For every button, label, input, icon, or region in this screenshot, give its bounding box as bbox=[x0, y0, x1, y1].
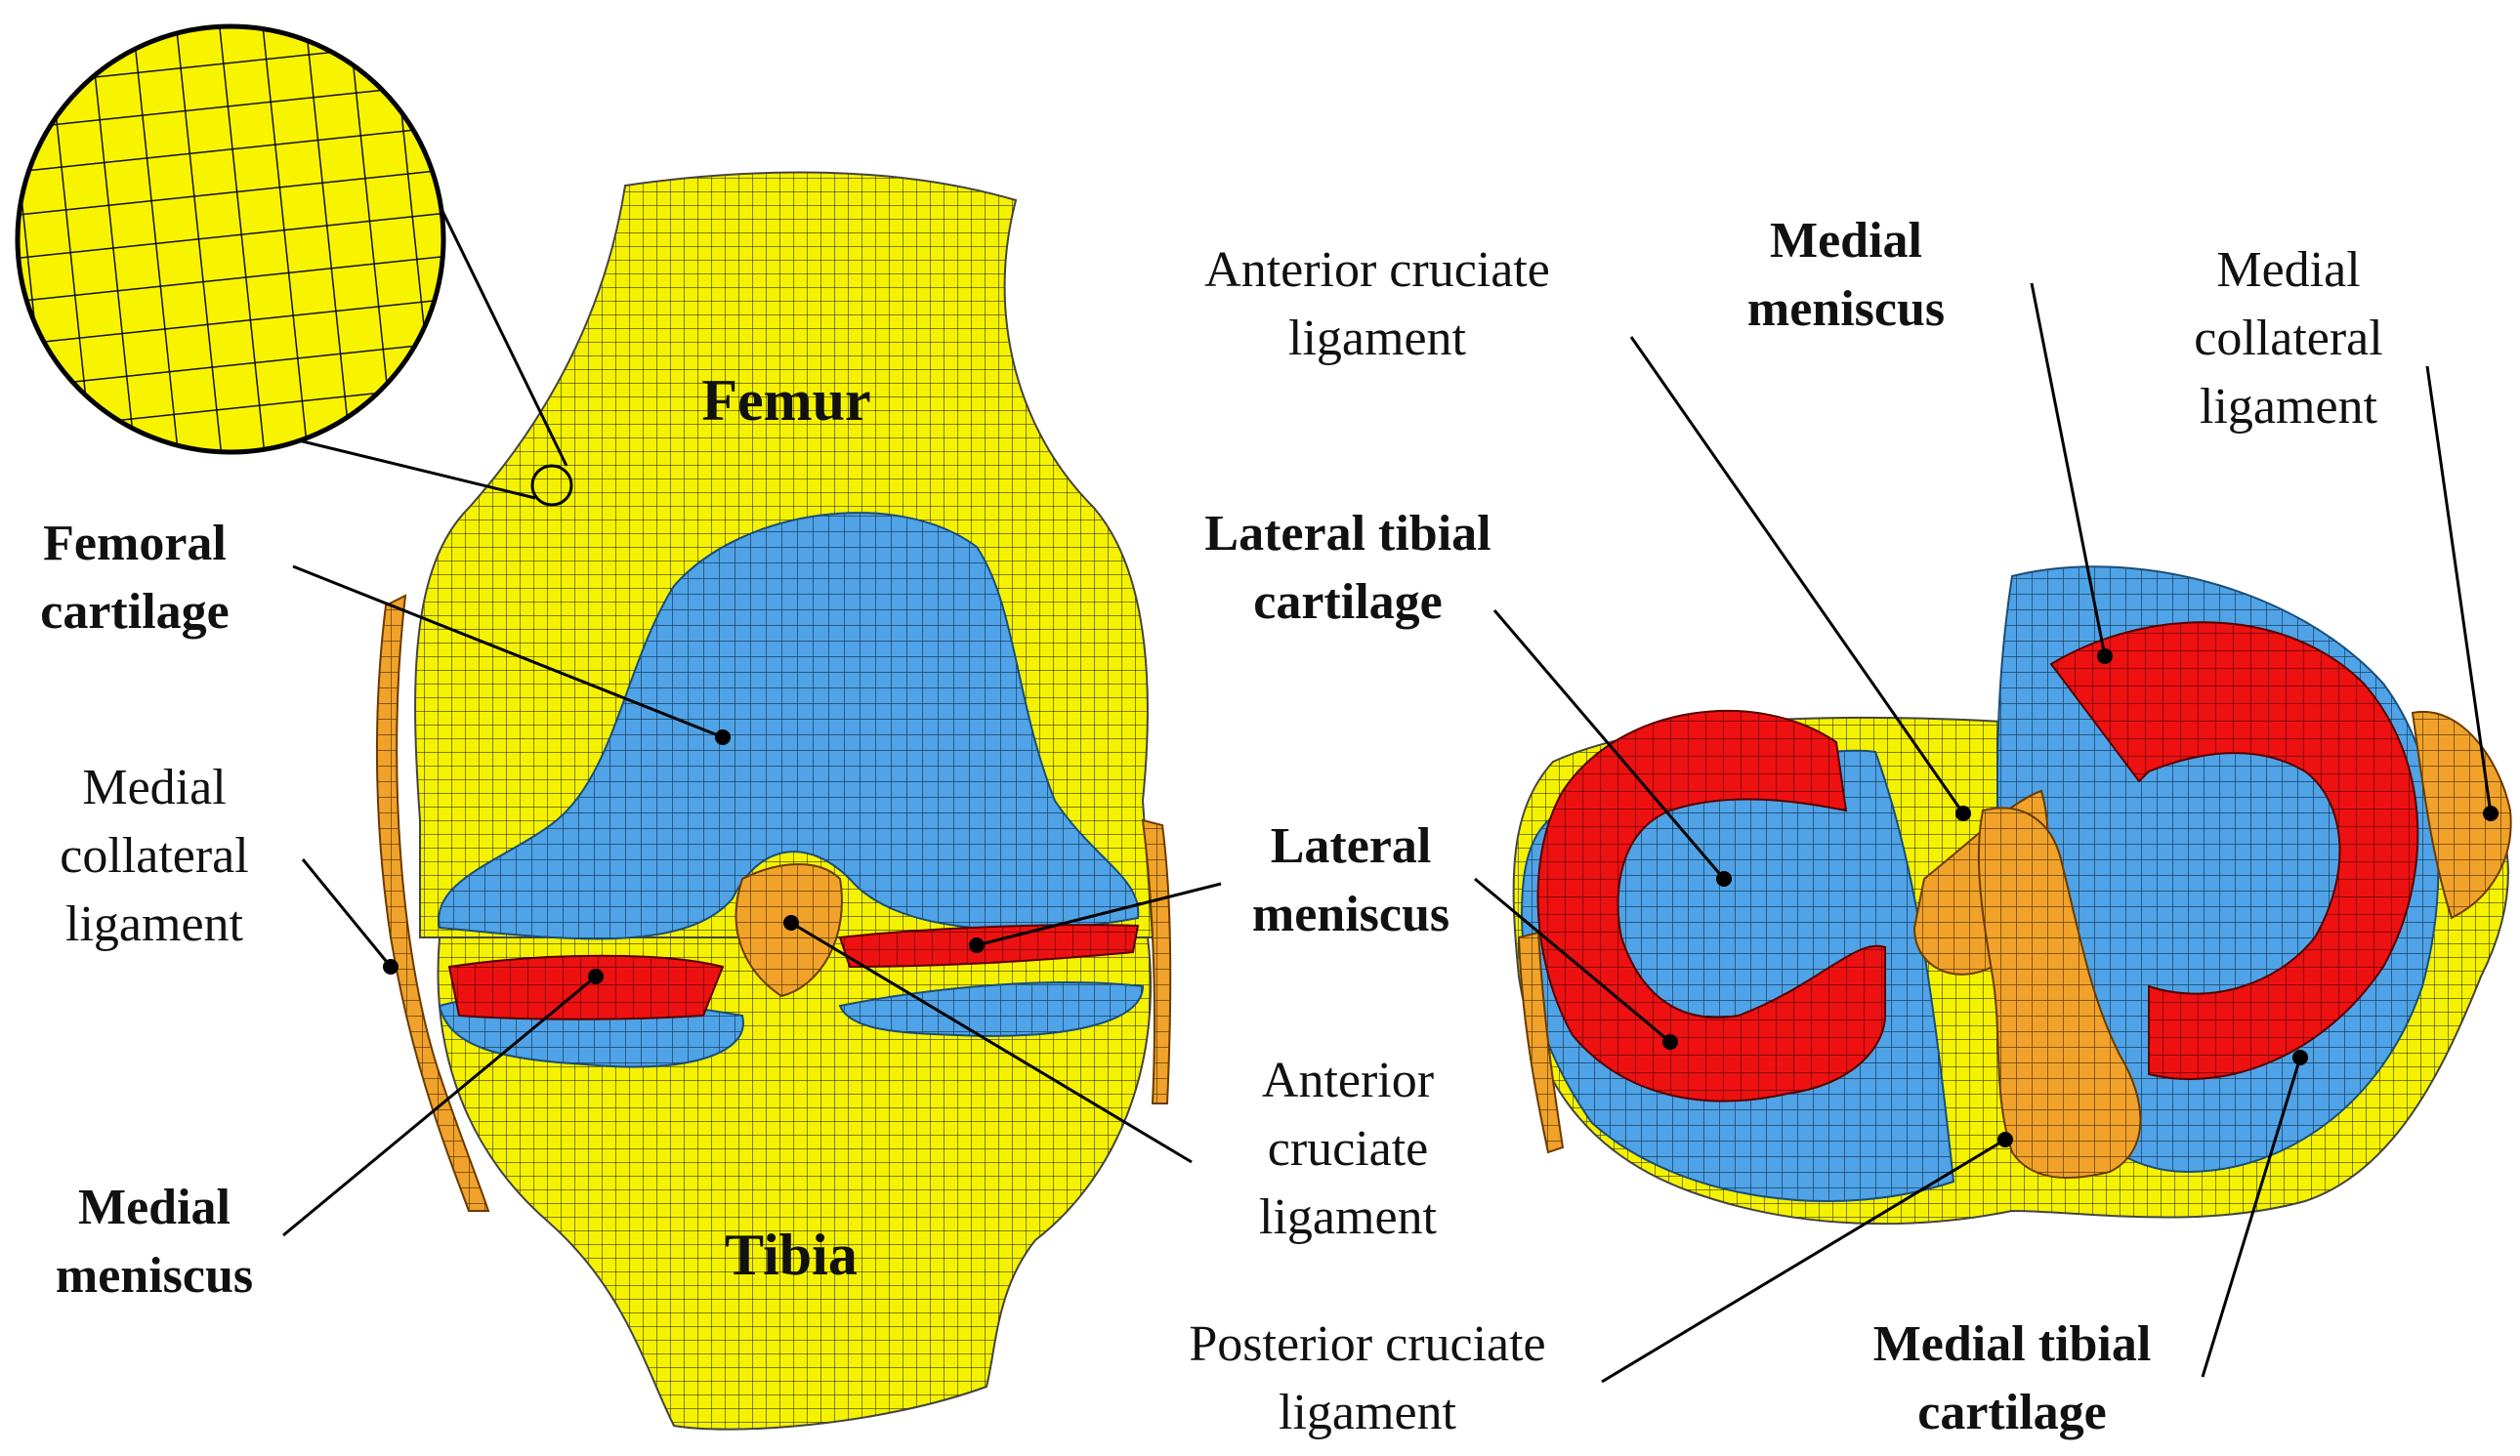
label-femur: Femur bbox=[701, 368, 870, 433]
medial-meniscus-shape-left bbox=[447, 954, 725, 1020]
leader-lines bbox=[282, 282, 2499, 1384]
label-medial-tibial-cartilage-1: Medial tibial bbox=[1873, 1316, 2152, 1372]
label-mcl-right-2: collateral bbox=[2194, 311, 2382, 366]
label-mcl-right-3: ligament bbox=[2200, 379, 2378, 435]
label-pcl-right-2: ligament bbox=[1279, 1385, 1457, 1440]
label-lateral-meniscus-left-2: meniscus bbox=[1252, 887, 1449, 942]
lateral-ligament-shape-right bbox=[1517, 931, 1565, 1154]
right-knee-view bbox=[1512, 565, 2512, 1226]
label-medial-meniscus-left-1: Medial bbox=[78, 1180, 231, 1235]
label-pcl-right-1: Posterior cruciate bbox=[1189, 1316, 1545, 1372]
femoral-cartilage-shape bbox=[438, 512, 1140, 940]
label-medial-meniscus-right-1: Medial bbox=[1770, 213, 1922, 269]
lateral-meniscus-shape-left bbox=[838, 924, 1140, 969]
label-acl-right-2: ligament bbox=[1288, 311, 1467, 366]
mesh-zoom-icon bbox=[15, 23, 568, 500]
labels: Femur Tibia Femoral cartilage Medial col… bbox=[40, 213, 2382, 1440]
zoom-source-circle bbox=[530, 464, 573, 507]
label-acl-left-2: cruciate bbox=[1268, 1121, 1429, 1177]
label-medial-meniscus-right-2: meniscus bbox=[1747, 281, 1945, 337]
label-mcl-left-1: Medial bbox=[82, 760, 226, 815]
pcl-shape-right bbox=[1977, 807, 2142, 1179]
label-mcl-left-2: collateral bbox=[60, 828, 248, 884]
label-acl-left-1: Anterior bbox=[1262, 1053, 1434, 1108]
mcl-shape-left bbox=[375, 594, 490, 1212]
label-medial-tibial-cartilage-2: cartilage bbox=[1917, 1385, 2106, 1440]
label-lateral-tibial-cartilage-1: Lateral tibial bbox=[1204, 506, 1491, 562]
label-mcl-left-3: ligament bbox=[65, 896, 244, 952]
label-acl-left-3: ligament bbox=[1259, 1189, 1438, 1245]
medial-meniscus-shape-right bbox=[2049, 621, 2419, 1081]
label-femoral-cartilage-1: Femoral bbox=[43, 516, 227, 571]
label-medial-meniscus-left-2: meniscus bbox=[56, 1248, 253, 1304]
label-mcl-right-1: Medial bbox=[2216, 242, 2360, 298]
label-lateral-tibial-cartilage-2: cartilage bbox=[1253, 574, 1442, 630]
left-knee-view bbox=[375, 171, 1172, 1431]
label-femoral-cartilage-2: cartilage bbox=[40, 584, 229, 640]
label-acl-right-1: Anterior cruciate bbox=[1204, 242, 1550, 298]
mcl-shape-right bbox=[2411, 710, 2512, 920]
label-tibia: Tibia bbox=[725, 1223, 858, 1287]
label-lateral-meniscus-left-1: Lateral bbox=[1271, 818, 1432, 874]
